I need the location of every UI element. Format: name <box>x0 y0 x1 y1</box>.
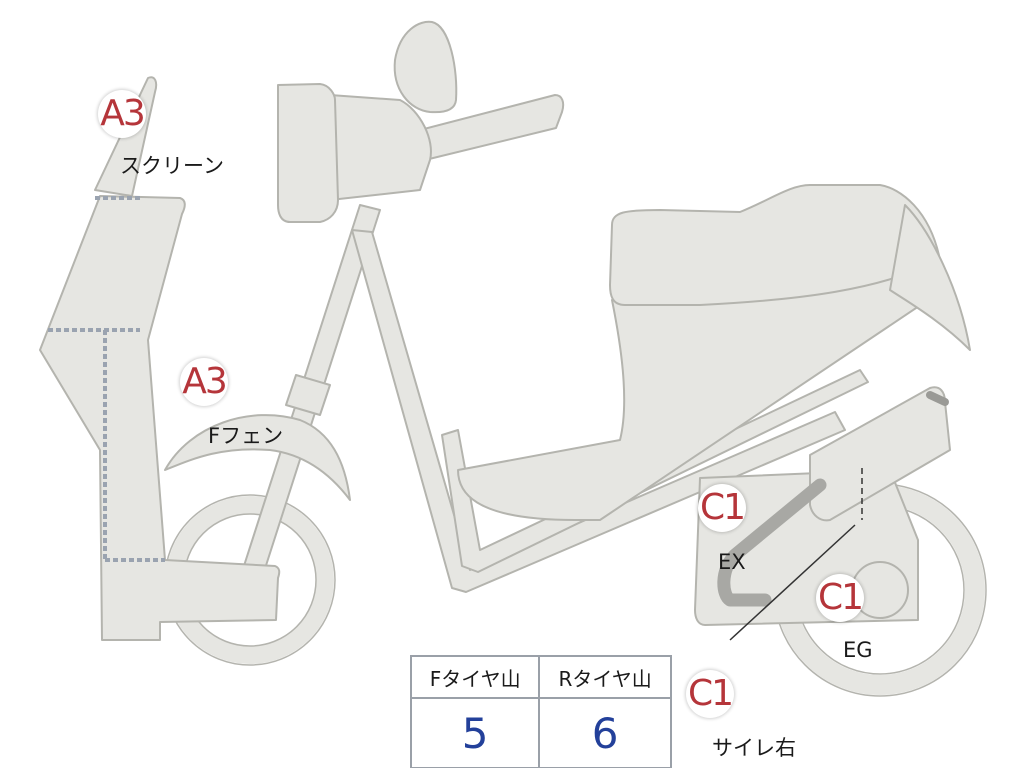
rear-tire-value: 6 <box>538 697 672 768</box>
seat <box>609 184 941 306</box>
front-fender <box>164 414 351 501</box>
engine-code-badge: C1 <box>816 574 864 622</box>
headlight-housing <box>329 94 432 201</box>
rear-cowl <box>457 229 941 521</box>
tire-tread-table: Fタイヤ山 Rタイヤ山 5 6 <box>409 655 672 768</box>
side-right-label: サイレ右 <box>712 736 796 760</box>
engine-label: EG <box>843 638 873 662</box>
handlebar <box>419 94 565 161</box>
screen-label: スクリーン <box>120 154 224 178</box>
exhaust-pipe <box>717 478 827 607</box>
rear-tire-header: Rタイヤ山 <box>538 655 672 699</box>
fender-label: Fフェン <box>208 424 284 448</box>
front-tire-value: 5 <box>409 697 541 768</box>
exhaust-label: EX <box>718 550 746 574</box>
front-tire-header: Fタイヤ山 <box>409 655 541 699</box>
muffler <box>809 386 951 522</box>
screen-code-badge: A3 <box>98 90 146 138</box>
leg-shield <box>39 195 281 641</box>
fender-code-badge: A3 <box>180 358 228 406</box>
side-right-code-badge: C1 <box>686 670 734 718</box>
mirror <box>393 20 458 114</box>
exhaust-code-badge: C1 <box>698 484 746 532</box>
